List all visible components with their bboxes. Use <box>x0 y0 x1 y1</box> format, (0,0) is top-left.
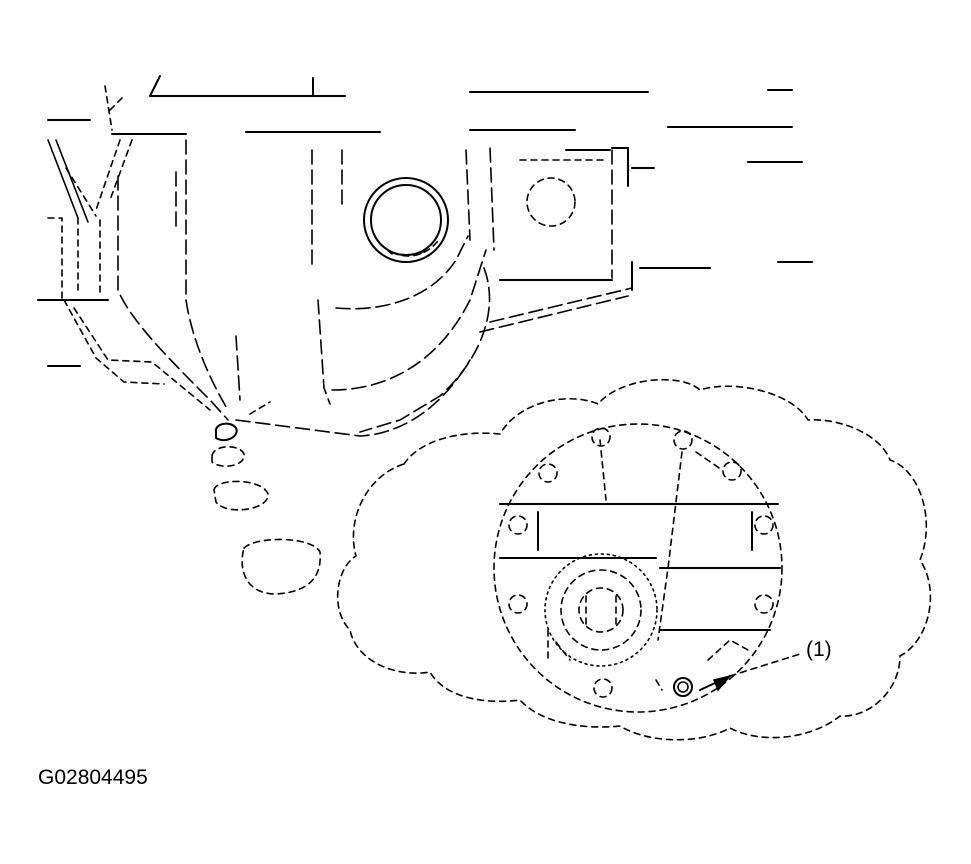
drain-plug <box>673 677 693 697</box>
callout-label-1: (1) <box>806 638 832 661</box>
housing-body <box>37 75 813 437</box>
callout-arrowhead <box>712 674 733 692</box>
detail-bubble <box>336 378 932 741</box>
detail-bubble-connectors <box>211 422 321 595</box>
figure-id: G02804495 <box>38 766 148 789</box>
